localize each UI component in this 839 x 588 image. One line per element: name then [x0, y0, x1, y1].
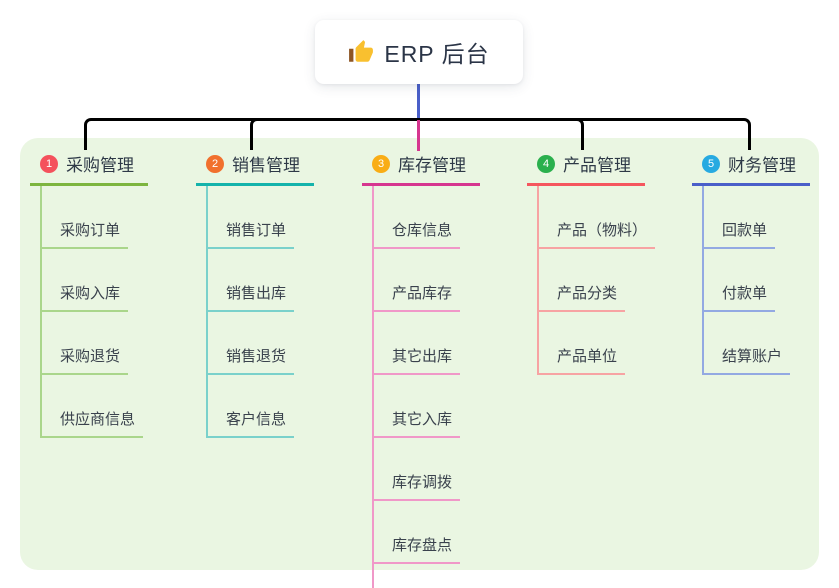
connector-branch-3 [417, 120, 420, 151]
child-node[interactable]: 回款单 [704, 186, 776, 249]
root-node[interactable]: ERP 后台 [315, 20, 523, 84]
branch-header-finance[interactable]: 5 财务管理 [692, 146, 810, 186]
child-node[interactable]: 产品单位 [539, 312, 626, 375]
branch-number-badge: 2 [206, 154, 224, 173]
child-node[interactable]: 销售出库 [208, 249, 295, 312]
branch-header-purchase[interactable]: 1 采购管理 [30, 146, 148, 186]
branch-header-product[interactable]: 4 产品管理 [527, 146, 645, 186]
branch-number-badge: 4 [537, 154, 555, 173]
branch-label: 销售管理 [232, 156, 300, 175]
branch-header-sales[interactable]: 2 销售管理 [196, 146, 314, 186]
connector-branch-5 [419, 118, 751, 150]
branch-product: 4 产品管理 产品（物料） 产品分类 产品单位 [527, 146, 656, 375]
branch-label: 财务管理 [728, 156, 796, 175]
child-node[interactable]: 采购入库 [42, 249, 129, 312]
branch-inventory: 3 库存管理 仓库信息 产品库存 其它出库 其它入库 库存调拨 库存盘点 出库库… [362, 146, 480, 588]
child-node[interactable]: 销售订单 [208, 186, 295, 249]
root-stem-line [417, 84, 420, 120]
branch-children: 产品（物料） 产品分类 产品单位 [537, 186, 656, 375]
child-node[interactable]: 采购订单 [42, 186, 129, 249]
root-title: ERP 后台 [384, 41, 490, 67]
branch-sales: 2 销售管理 销售订单 销售出库 销售退货 客户信息 [196, 146, 314, 438]
child-node[interactable]: 库存调拨 [374, 438, 461, 501]
child-node[interactable]: 销售退货 [208, 312, 295, 375]
child-node[interactable]: 出库库明细 [374, 564, 475, 588]
child-node[interactable]: 产品分类 [539, 249, 626, 312]
branch-children: 采购订单 采购入库 采购退货 供应商信息 [40, 186, 144, 438]
child-node[interactable]: 供应商信息 [42, 375, 144, 438]
branch-label: 库存管理 [398, 156, 466, 175]
branch-number-badge: 3 [372, 154, 390, 173]
branch-children: 仓库信息 产品库存 其它出库 其它入库 库存调拨 库存盘点 出库库明细 [372, 186, 475, 588]
child-node[interactable]: 付款单 [704, 249, 776, 312]
child-node[interactable]: 仓库信息 [374, 186, 461, 249]
branches-background-panel [20, 138, 819, 570]
child-node[interactable]: 产品（物料） [539, 186, 656, 249]
branch-purchase: 1 采购管理 采购订单 采购入库 采购退货 供应商信息 [30, 146, 148, 438]
branch-children: 回款单 付款单 结算账户 [702, 186, 791, 375]
child-node[interactable]: 库存盘点 [374, 501, 461, 564]
child-node[interactable]: 采购退货 [42, 312, 129, 375]
child-node[interactable]: 产品库存 [374, 249, 461, 312]
branch-children: 销售订单 销售出库 销售退货 客户信息 [206, 186, 295, 438]
connector-branch-2 [250, 118, 419, 150]
child-node[interactable]: 其它出库 [374, 312, 461, 375]
branch-finance: 5 财务管理 回款单 付款单 结算账户 [692, 146, 810, 375]
branch-header-inventory[interactable]: 3 库存管理 [362, 146, 480, 186]
branch-number-badge: 1 [40, 154, 58, 173]
branch-label: 产品管理 [563, 156, 631, 175]
thumbs-up-icon [348, 39, 374, 65]
child-node[interactable]: 客户信息 [208, 375, 295, 438]
branch-label: 采购管理 [66, 156, 134, 175]
branch-number-badge: 5 [702, 154, 720, 173]
child-node[interactable]: 其它入库 [374, 375, 461, 438]
child-node[interactable]: 结算账户 [704, 312, 791, 375]
